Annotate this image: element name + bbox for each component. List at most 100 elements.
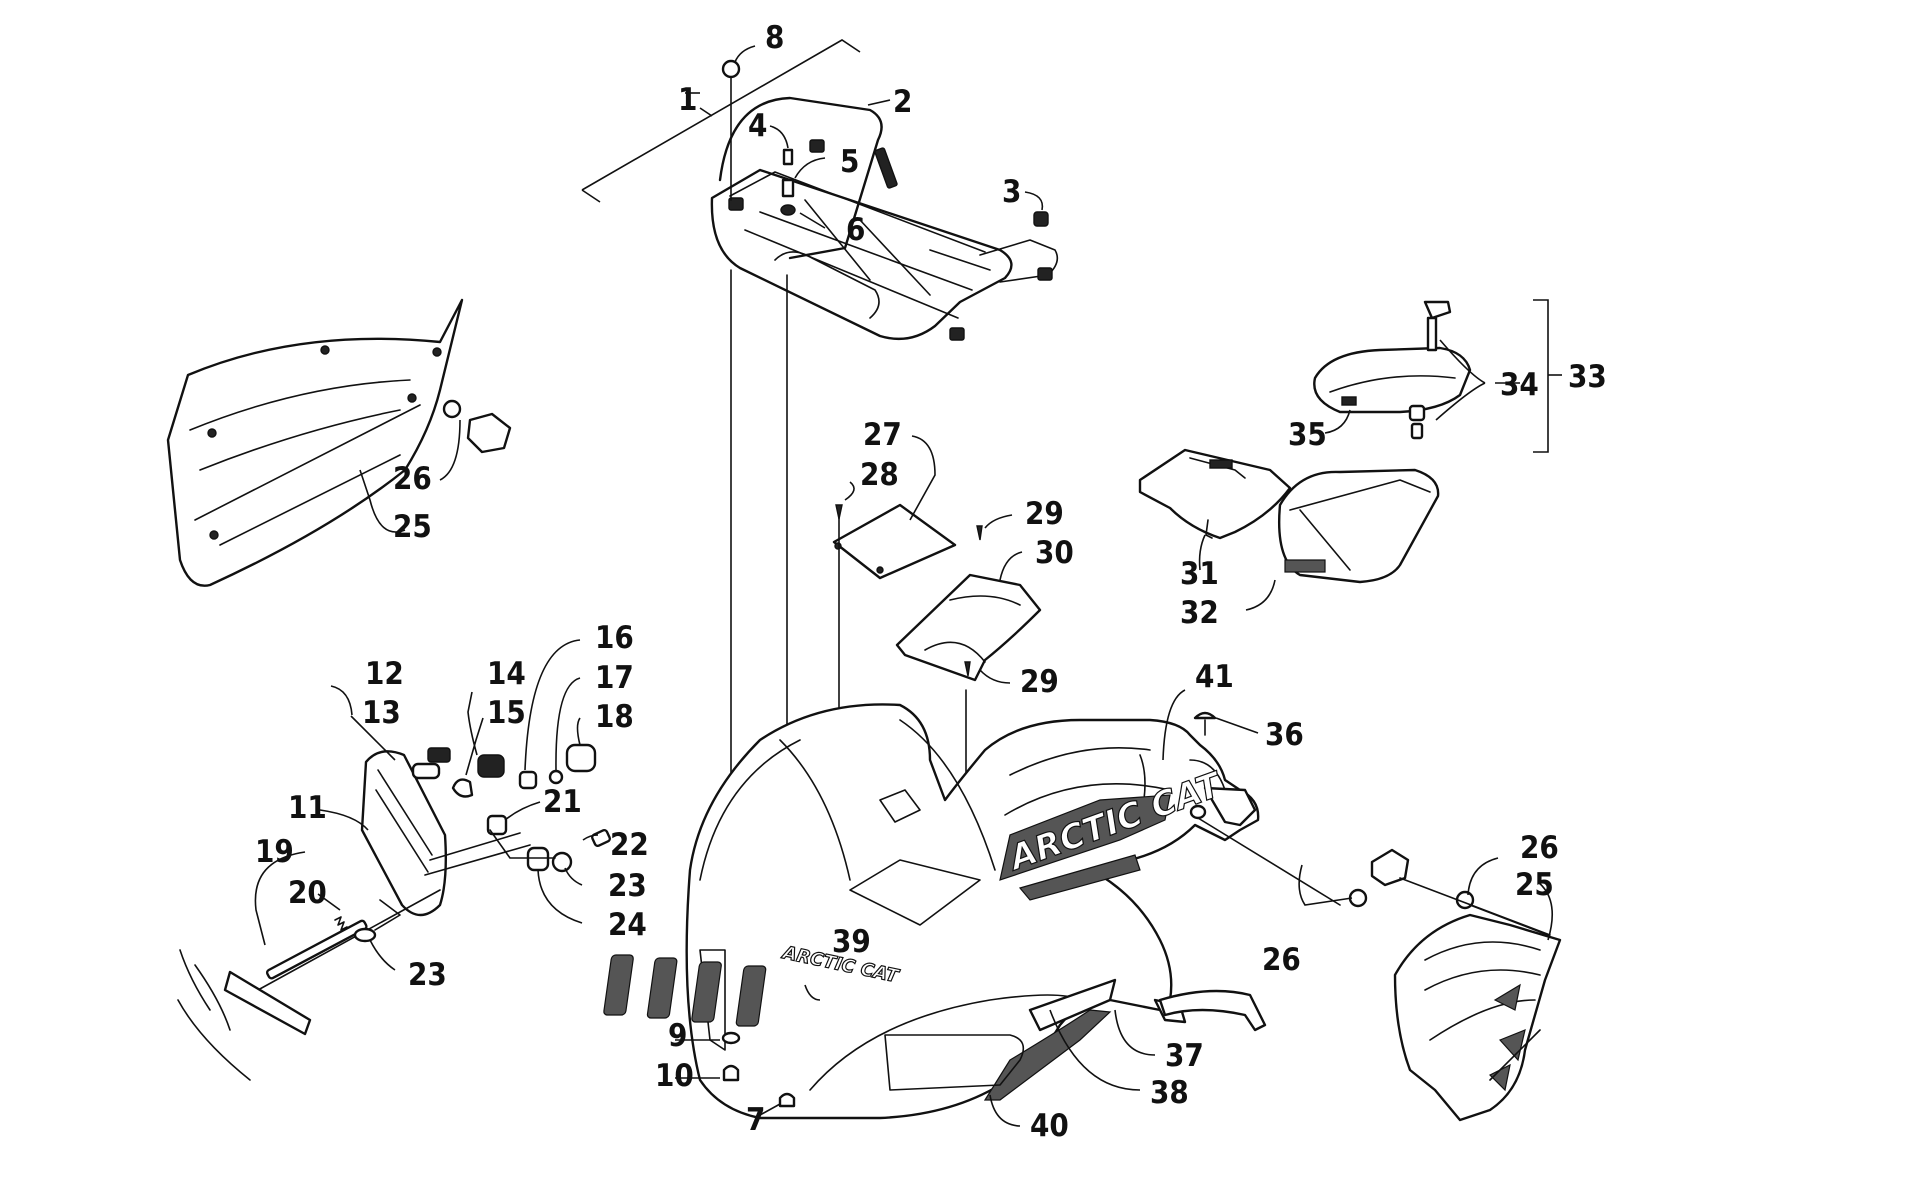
callout-30: 30 [1035,535,1074,571]
callout-40: 40 [1030,1108,1069,1144]
callout-6: 6 [846,212,865,248]
callout-2: 2 [893,84,912,120]
callout-39: 39 [832,924,871,960]
callout-22: 22 [610,827,649,863]
body-fasteners[interactable] [721,711,1217,1108]
callout-1: 1 [678,82,697,118]
callout-34: 34 [1500,367,1539,403]
nut-21[interactable] [486,814,508,836]
callout-37: 37 [1165,1038,1204,1074]
rack-fasteners[interactable] [721,59,1049,227]
callout-16: 16 [595,620,634,656]
grommet-26-right[interactable] [1348,888,1368,908]
access-panel-27[interactable] [832,503,957,580]
callout-17: 17 [595,660,634,696]
callout-18: 18 [595,699,634,735]
rack-bracket-left [728,197,744,211]
callout-27: 27 [863,417,902,453]
cover-panel-30[interactable] [895,573,1042,682]
bulb-12[interactable] [427,747,451,763]
callout-13: 13 [362,695,401,731]
callout-26-left: 26 [393,461,432,497]
callout-11: 11 [288,790,327,826]
callout-29-top: 29 [1025,496,1064,532]
screw-22[interactable] [591,828,611,848]
washer-17[interactable] [548,769,564,785]
callout-26-right-top: 26 [1520,830,1559,866]
callout-36: 36 [1265,717,1304,753]
callout-26-right-bottom: 26 [1262,942,1301,978]
spring-20[interactable] [334,916,348,931]
push-nut-26-right[interactable] [1370,848,1410,887]
washer-23b[interactable] [353,927,377,943]
adjuster-screw-19[interactable] [265,919,368,980]
storage-assembly-bracket-33 [1533,299,1562,453]
washer-9[interactable] [721,1031,741,1045]
callout-7: 7 [746,1102,765,1138]
left-side-panel[interactable] [166,298,464,587]
headlight-small-parts[interactable] [177,743,611,1081]
callout-25-right: 25 [1515,867,1554,903]
callout-21: 21 [543,784,582,820]
push-rivet-36[interactable] [1193,711,1217,720]
callout-32: 32 [1180,595,1219,631]
callout-3: 3 [1002,174,1021,210]
rack-bracket-rear [1037,267,1053,281]
panel-push-nut[interactable] [466,412,512,454]
panel-fasteners-left[interactable] [442,399,512,454]
callout-29-bottom: 29 [1020,664,1059,700]
mounting-rod[interactable] [223,970,312,1036]
callout-23-left: 23 [408,957,447,993]
callout-38: 38 [1150,1075,1189,1111]
bulb-15[interactable] [451,778,474,798]
grommet-18[interactable] [565,743,597,773]
front-rack[interactable] [710,96,1059,341]
callout-9: 9 [668,1018,687,1054]
bushing-24[interactable] [526,846,550,872]
callout-labels: 1 2 3 4 5 6 7 8 9 10 11 12 13 14 15 16 1… [255,20,1607,1144]
adjuster-16[interactable] [518,770,538,790]
callout-33: 33 [1568,359,1607,395]
callout-10: 10 [655,1058,694,1094]
nut-7[interactable] [778,1092,796,1108]
callout-15: 15 [487,695,526,731]
panel-grommet-26[interactable] [442,399,462,419]
callout-23-right: 23 [608,868,647,904]
callout-24: 24 [608,907,647,943]
bulb-socket-13[interactable] [411,762,441,780]
callout-20: 20 [288,875,327,911]
right-side-panel[interactable] [1393,913,1562,1122]
latch-34[interactable] [1408,300,1452,440]
storage-lid-35[interactable] [1313,346,1472,414]
leader-lines [254,45,1554,1127]
rack-support-post [874,147,898,189]
storage-box-32[interactable] [1278,468,1440,584]
rack-washer-6[interactable] [780,204,796,216]
callout-41: 41 [1195,659,1234,695]
washer-23[interactable] [551,851,573,873]
nut-10[interactable] [722,1064,740,1082]
callout-35: 35 [1288,417,1327,453]
front-body[interactable]: ARCTIC CAT ARCTIC CAT [603,703,1260,1120]
socket-14[interactable] [477,754,505,778]
callout-5: 5 [840,144,859,180]
callout-19: 19 [255,834,294,870]
rack-bushing-5[interactable] [781,178,795,198]
fender-cap-37[interactable] [1158,989,1267,1032]
callout-14: 14 [487,656,526,692]
rack-screw-4[interactable] [782,148,794,166]
rack-bracket-right [949,327,965,341]
rack-bolt-8[interactable] [721,59,741,79]
callout-4: 4 [748,108,767,144]
callout-28: 28 [860,457,899,493]
storage-tray-31[interactable] [1138,448,1292,540]
rack-nut-3[interactable] [1033,211,1049,227]
fastener-28[interactable] [835,504,843,520]
callout-8: 8 [765,20,784,56]
callout-12: 12 [365,656,404,692]
panel-fasteners-right[interactable] [1348,848,1475,910]
fastener-29[interactable] [964,525,983,677]
callout-25-left: 25 [393,509,432,545]
rack-bracket-top [809,139,825,153]
